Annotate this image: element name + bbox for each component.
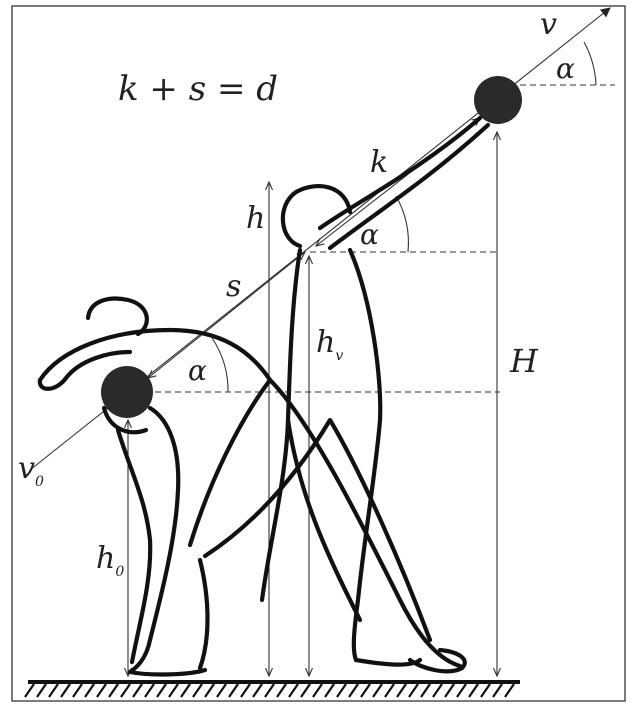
- ground-hatch-mark: [192, 683, 203, 698]
- alpha-arc-top: [583, 41, 597, 86]
- ground-hatch-mark: [468, 683, 479, 698]
- k-label: k: [370, 145, 388, 180]
- ground-hatch-mark: [180, 683, 191, 698]
- ground-hatch-mark: [228, 683, 239, 698]
- ground-hatch-mark: [24, 683, 35, 698]
- hv-label: hv: [316, 325, 343, 364]
- h0-label: h0: [96, 541, 124, 580]
- ground-hatch-mark: [48, 683, 59, 698]
- v0-label: v0: [18, 451, 44, 490]
- ground-hatch-mark: [240, 683, 251, 698]
- ground-hatch-mark: [84, 683, 95, 698]
- ground-hatch-mark: [288, 683, 299, 698]
- athlete-release-pose: [259, 115, 491, 667]
- ground-hatch-mark: [264, 683, 275, 698]
- ground-hatch-mark: [324, 683, 335, 698]
- ground-hatch-mark: [156, 683, 167, 698]
- v-label: v: [540, 7, 557, 42]
- ground-hatch-mark: [120, 683, 131, 698]
- ground-hatch-mark: [360, 683, 371, 698]
- ground-hatch-mark: [408, 683, 419, 698]
- ground-hatch-mark: [60, 683, 71, 698]
- alpha-low-label: α: [188, 354, 207, 387]
- shot-ball-release: [474, 76, 522, 124]
- ground-hatch-mark: [132, 683, 143, 698]
- ground-hatch-mark: [144, 683, 155, 698]
- ground-hatch-mark: [216, 683, 227, 698]
- formula-label: k + s = d: [118, 69, 278, 109]
- ground-hatch-mark: [372, 683, 383, 698]
- ground-hatch-mark: [36, 683, 47, 698]
- alpha-top-label: α: [556, 52, 575, 85]
- ground-hatch-mark: [168, 683, 179, 698]
- ground-hatch-mark: [336, 683, 347, 698]
- ground-hatch-mark: [96, 683, 107, 698]
- s-distance-arrow: [148, 252, 305, 378]
- ground-hatch-mark: [312, 683, 323, 698]
- s-label: s: [226, 269, 241, 304]
- ground-hatch-mark: [252, 683, 263, 698]
- ground-hatch-mark: [384, 683, 395, 698]
- ground-hatch-mark: [108, 683, 119, 698]
- start-hand: [101, 405, 149, 435]
- ground-hatch-mark: [480, 683, 491, 698]
- ground-hatch-mark: [492, 683, 503, 698]
- ground-hatch-mark: [396, 683, 407, 698]
- alpha-arc-mid: [395, 195, 409, 253]
- ground-hatch-mark: [204, 683, 215, 698]
- ground-hatch-mark: [444, 683, 455, 698]
- diagram-frame: [11, 5, 626, 702]
- ground-hatch-mark: [456, 683, 467, 698]
- h-label: h: [246, 201, 265, 236]
- ground-hatch-mark: [276, 683, 287, 698]
- H-label: H: [509, 342, 539, 380]
- ground-hatch-mark: [72, 683, 83, 698]
- ground-hatch-mark: [300, 683, 311, 698]
- alpha-mid-label: α: [360, 218, 379, 251]
- alpha-arc-low: [211, 337, 229, 393]
- ground-hatch-mark: [504, 683, 515, 698]
- athlete-start-pose: [37, 296, 467, 677]
- ground-hatch-mark: [420, 683, 431, 698]
- ground-hatch-mark: [432, 683, 443, 698]
- ground: [24, 680, 520, 698]
- ground-hatch-mark: [348, 683, 359, 698]
- shot-ball-start: [101, 366, 153, 418]
